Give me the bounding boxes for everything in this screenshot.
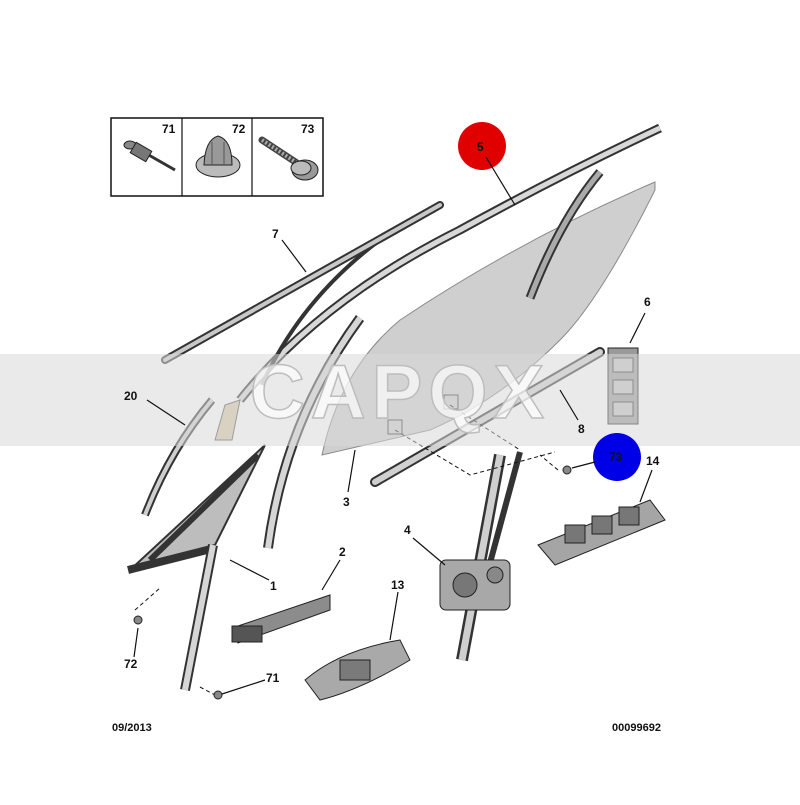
callout-4: 4 [404,523,411,537]
switch-13 [304,639,411,701]
quarter-window-1 [127,444,266,691]
fastener-inset-box: 71 72 73 [110,117,324,197]
upper-trim-strip-7 [161,201,444,364]
callout-8: 8 [578,422,585,436]
clip-72-illustration [195,135,241,178]
callout-73: 73 [609,450,623,464]
inset-label-71: 71 [162,122,176,136]
highlight-circle-red [458,122,506,170]
callout-71: 71 [266,671,280,685]
callout-3: 3 [343,495,350,509]
reference-code: 00099692 [612,722,661,734]
callout-14: 14 [646,454,660,468]
highlight-circle-blue [593,433,641,481]
inset-label-73: 73 [301,122,315,136]
watermark-band [0,354,800,446]
callout-72: 72 [124,657,138,671]
door-frame-seal-5 [236,123,662,403]
inset-label-72: 72 [232,122,246,136]
leader-lines [133,156,653,695]
callout-13: 13 [391,578,405,592]
date-code: 09/2013 [112,722,152,734]
bolt-73-illustration [258,136,319,181]
window-regulator-4 [439,451,523,662]
callout-6: 6 [644,295,651,309]
callout-20: 20 [124,389,138,403]
rivet-71-illustration [123,140,176,172]
callout-7: 7 [272,227,279,241]
callout-labels: 5 73 7 6 20 8 14 3 4 2 1 13 72 71 [124,140,660,685]
callout-5: 5 [477,140,484,154]
switch-panel-14 [537,499,666,566]
watermark-text: CAPQX [250,350,550,435]
trim-2 [231,594,331,644]
callout-2: 2 [339,545,346,559]
callout-1: 1 [270,579,277,593]
